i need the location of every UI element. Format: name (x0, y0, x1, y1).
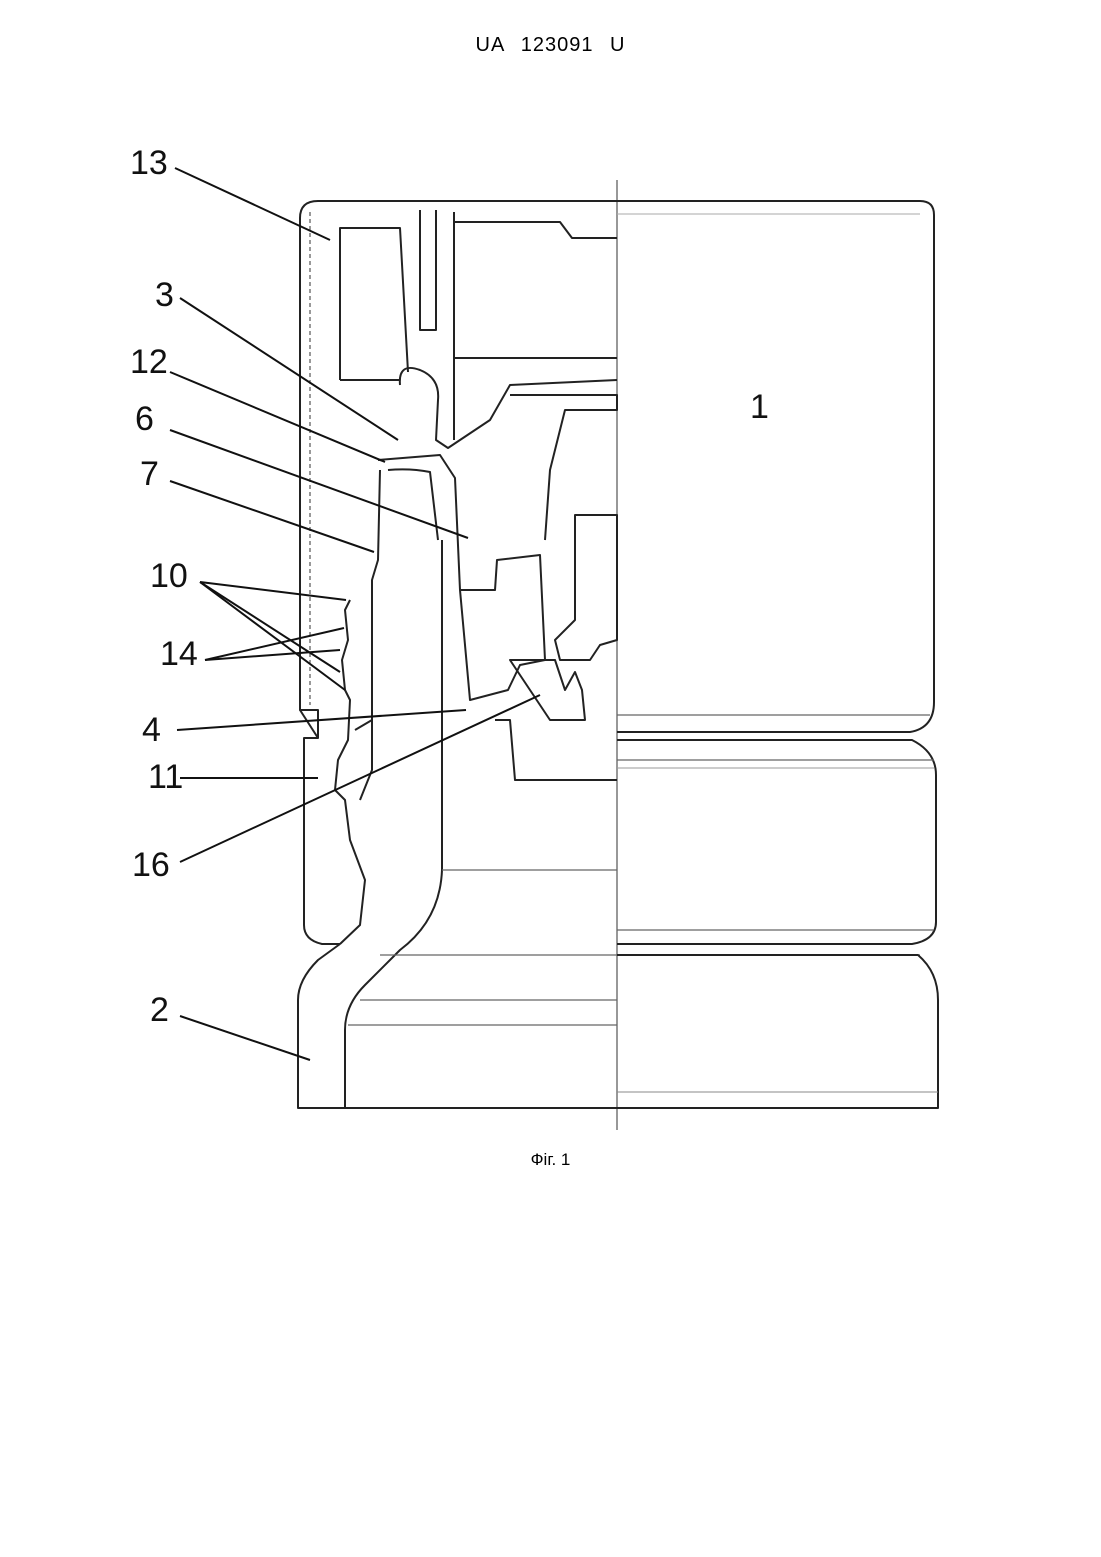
ref-numeral-4: 4 (142, 713, 161, 747)
neck-finish (335, 600, 365, 944)
ref-numeral-16: 16 (132, 848, 170, 882)
ref-numeral-13: 13 (130, 146, 168, 180)
cap-exterior (617, 201, 934, 732)
ref-numeral-1: 1 (750, 390, 769, 424)
hook-element (400, 368, 617, 448)
leader-3 (180, 298, 398, 440)
ref-numeral-2: 2 (150, 993, 169, 1027)
leader-2 (180, 1016, 310, 1060)
seal-sleeve (378, 455, 545, 700)
leader-4 (177, 710, 466, 730)
cap-inner-cavity (340, 228, 408, 380)
leader-6 (170, 430, 468, 538)
ref-numeral-12: 12 (130, 345, 168, 379)
ref-numeral-7: 7 (140, 457, 159, 491)
bottle-exterior (617, 955, 938, 1108)
ref-numeral-3: 3 (155, 278, 174, 312)
ref-numeral-11: 11 (148, 760, 183, 794)
figure-caption: Фіг. 1 (0, 1150, 1101, 1170)
ref-numeral-14: 14 (160, 637, 198, 671)
ref-numeral-6: 6 (135, 402, 154, 436)
leader-12 (170, 372, 385, 462)
neck-ring-exterior (617, 740, 936, 944)
ref-numeral-10: 10 (150, 559, 188, 593)
leader-7 (170, 481, 374, 552)
plug (555, 515, 617, 660)
